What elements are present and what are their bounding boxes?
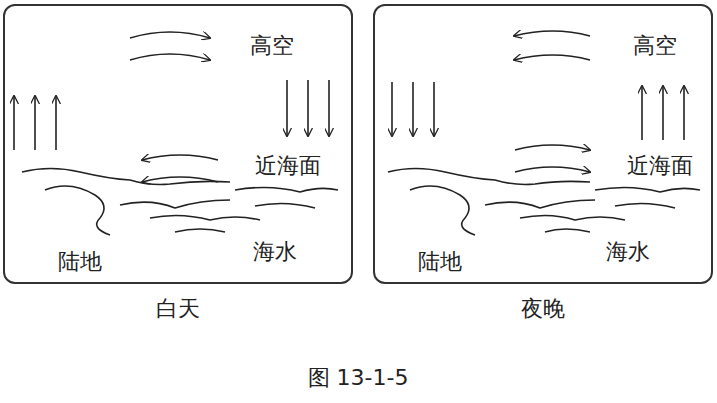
place-label: 海水 bbox=[606, 241, 650, 263]
place-label: 陆地 bbox=[418, 251, 462, 273]
upper-wind-arrows bbox=[130, 32, 210, 60]
place-label: 高空 bbox=[633, 35, 677, 57]
coastline bbox=[22, 169, 338, 236]
upper-wind-arrows bbox=[514, 31, 590, 60]
sinking-air-arrows bbox=[287, 80, 329, 136]
coastline bbox=[388, 169, 700, 236]
place-label: 海水 bbox=[253, 241, 297, 263]
sinking-air-arrows bbox=[392, 82, 434, 136]
figure-caption: 图 13-1-5 bbox=[308, 367, 409, 389]
rising-air-arrows bbox=[14, 96, 56, 150]
place-label: 近海面 bbox=[627, 155, 693, 177]
place-label: 陆地 bbox=[58, 251, 102, 273]
panel-title: 白天 bbox=[5, 294, 351, 324]
surface-wind-arrows bbox=[515, 145, 590, 172]
rising-air-arrows bbox=[642, 86, 684, 140]
surface-wind-arrows bbox=[142, 155, 218, 182]
place-label: 近海面 bbox=[255, 155, 321, 177]
place-label: 高空 bbox=[250, 35, 294, 57]
panel-title: 夜晚 bbox=[375, 294, 711, 324]
scene-panel: 白天 bbox=[3, 4, 353, 284]
